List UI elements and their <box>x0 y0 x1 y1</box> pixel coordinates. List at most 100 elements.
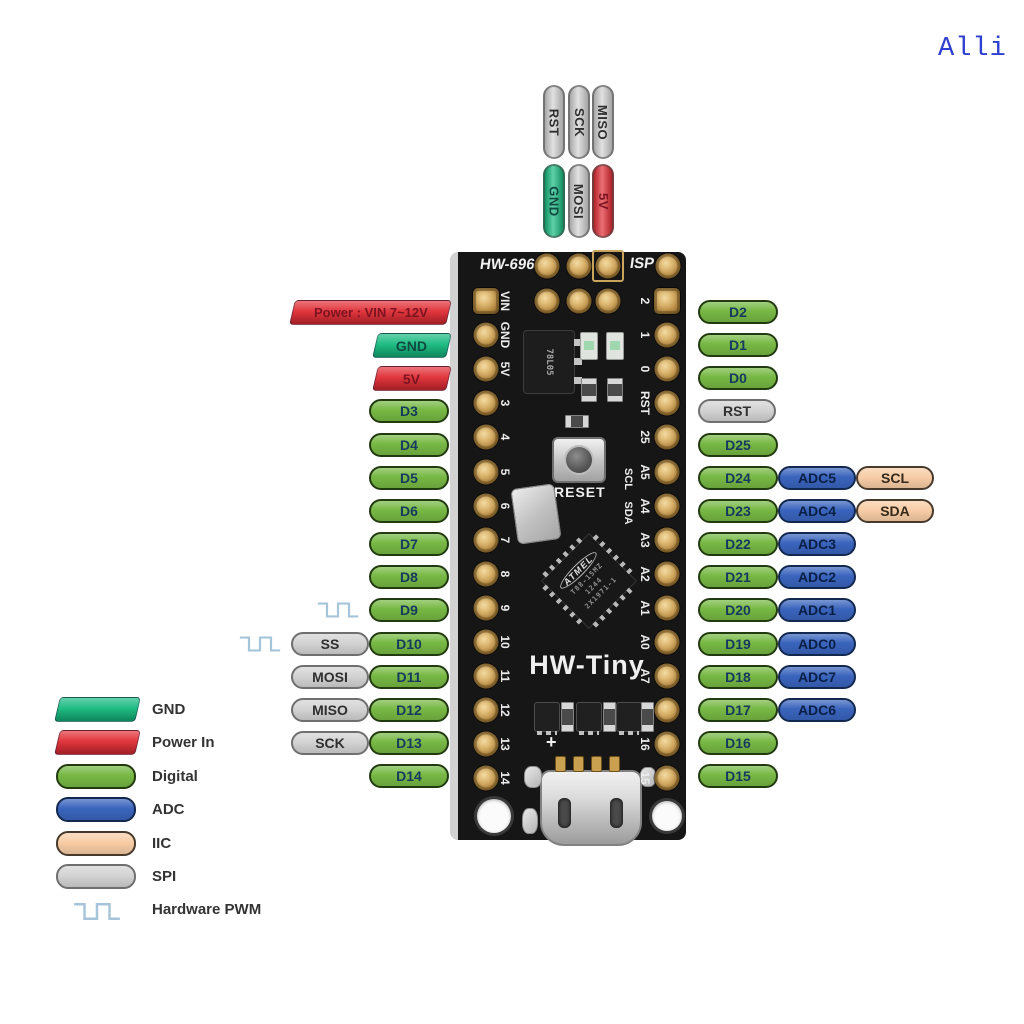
label-text: ADC1 <box>797 602 837 619</box>
solder-blob <box>524 766 542 788</box>
silk-label-a7: A7 <box>638 668 652 684</box>
label-text: D17 <box>725 701 751 718</box>
silk-label-3: 3 <box>498 399 512 407</box>
pin-badge-d24: D24 <box>698 465 778 490</box>
isp-pad <box>595 288 621 314</box>
pin-badge-d14: D14 <box>369 764 449 789</box>
pin-badge-adc2: ADC2 <box>778 565 856 590</box>
pin-badge-d1: D1 <box>698 333 778 358</box>
silk-label-25: 25 <box>638 430 652 445</box>
label-text: GND <box>546 185 562 217</box>
silk-label-1: 1 <box>638 331 652 339</box>
isp-pin1-marker <box>592 250 624 282</box>
through-hole-pad <box>654 356 680 382</box>
pin-badge-d23: D23 <box>698 498 778 523</box>
reset-button[interactable] <box>552 437 606 483</box>
micro-usb-port[interactable] <box>540 770 642 846</box>
silk-label-7: 7 <box>498 536 512 544</box>
watermark: Alli <box>938 34 1007 64</box>
label-text: ADC5 <box>797 469 837 486</box>
led <box>580 332 598 360</box>
pin-badge-d25: D25 <box>698 432 778 457</box>
label-text: SCK <box>571 107 587 137</box>
pin-badge-ss: SS <box>291 631 369 656</box>
resistor <box>561 702 574 732</box>
through-hole-pad <box>473 663 499 689</box>
label-text: D13 <box>396 734 422 751</box>
legend-swatch-power-in <box>54 730 141 756</box>
through-hole-pad <box>654 595 680 621</box>
isp-pin-label-miso: MISO <box>592 85 614 159</box>
resistor <box>607 378 623 402</box>
reset-silk-label: RESET <box>554 484 606 500</box>
silk-label-a0: A0 <box>638 634 652 650</box>
through-hole-pad <box>654 731 680 757</box>
label-text: D25 <box>725 436 751 453</box>
legend-swatch-adc <box>56 797 136 823</box>
chip-marking: ATMEL T88-15MZ 1244 2X1971-1 <box>542 534 635 627</box>
pin-badge-d5: D5 <box>369 465 449 490</box>
silk-label-5v: 5V <box>498 361 512 377</box>
label-text: SCL <box>881 469 909 486</box>
label-text: D23 <box>725 502 751 519</box>
through-hole-pad <box>473 424 499 450</box>
regulator-marking: 78L05 <box>544 348 554 376</box>
through-hole-pad <box>473 595 499 621</box>
pin-badge-adc5: ADC5 <box>778 465 856 490</box>
pin-badge-d12: D12 <box>369 697 449 722</box>
pin-badge-adc4: ADC4 <box>778 498 856 523</box>
pin-badge-d10: D10 <box>369 631 449 656</box>
legend-label-gnd: GND <box>152 701 186 718</box>
label-text: SS <box>320 635 340 652</box>
pin-badge-power-vin-7-12v: Power : VIN 7~12V <box>289 300 452 325</box>
label-text: 5V <box>595 192 611 210</box>
through-hole-pad <box>473 765 499 791</box>
through-hole-pad <box>654 459 680 484</box>
label-text: D19 <box>725 635 751 652</box>
label-text: D6 <box>400 502 418 519</box>
label-text: D12 <box>396 701 422 718</box>
isp-pad <box>566 288 592 314</box>
silk-label-13: 13 <box>498 737 512 751</box>
isp-silk-label: ISP <box>628 255 656 272</box>
transistor <box>534 702 560 735</box>
voltage-regulator: 78L05 <box>523 330 582 394</box>
pin-badge-d15: D15 <box>698 764 778 789</box>
silk-label-14: 14 <box>498 771 512 786</box>
pin-badge-adc6: ADC6 <box>778 697 856 722</box>
through-hole-pad <box>473 561 499 587</box>
pwm-wave-icon <box>313 599 363 621</box>
through-hole-pad <box>473 356 499 382</box>
through-hole-pad <box>654 663 680 689</box>
label-text: D2 <box>729 304 747 320</box>
silk-label-5: 5 <box>498 468 512 475</box>
resistor <box>641 702 654 732</box>
isp-pin-label-gnd: GND <box>543 164 565 238</box>
through-hole-pad <box>473 527 499 553</box>
legend-label-iic: IIC <box>152 834 172 852</box>
resistor <box>565 415 589 428</box>
label-text: D14 <box>396 768 422 785</box>
isp-pin-label-5v: 5V <box>592 164 614 238</box>
label-text: D18 <box>725 668 751 685</box>
usb-slot <box>610 798 623 828</box>
through-hole-pad <box>654 561 680 587</box>
through-hole-pad <box>654 629 680 655</box>
label-text: ADC6 <box>797 701 837 718</box>
silk-label-15: 15 <box>638 771 652 786</box>
label-text: D16 <box>725 734 751 751</box>
label-text: RST <box>546 108 562 136</box>
label-text: ADC4 <box>797 502 837 519</box>
silk-label-a3: A3 <box>638 532 652 548</box>
silk-label-12: 12 <box>498 703 512 717</box>
pin-badge-d8: D8 <box>369 565 449 590</box>
through-hole-pad <box>473 459 499 484</box>
label-text: D11 <box>396 668 422 685</box>
pin-badge-adc7: ADC7 <box>778 664 856 689</box>
label-text: MISO <box>595 104 611 140</box>
pin-badge-mosi: MOSI <box>291 664 369 689</box>
through-hole-pad <box>654 390 680 416</box>
label-text: MOSI <box>571 183 587 219</box>
label-text: RST <box>723 403 751 420</box>
label-text: D7 <box>400 536 418 553</box>
